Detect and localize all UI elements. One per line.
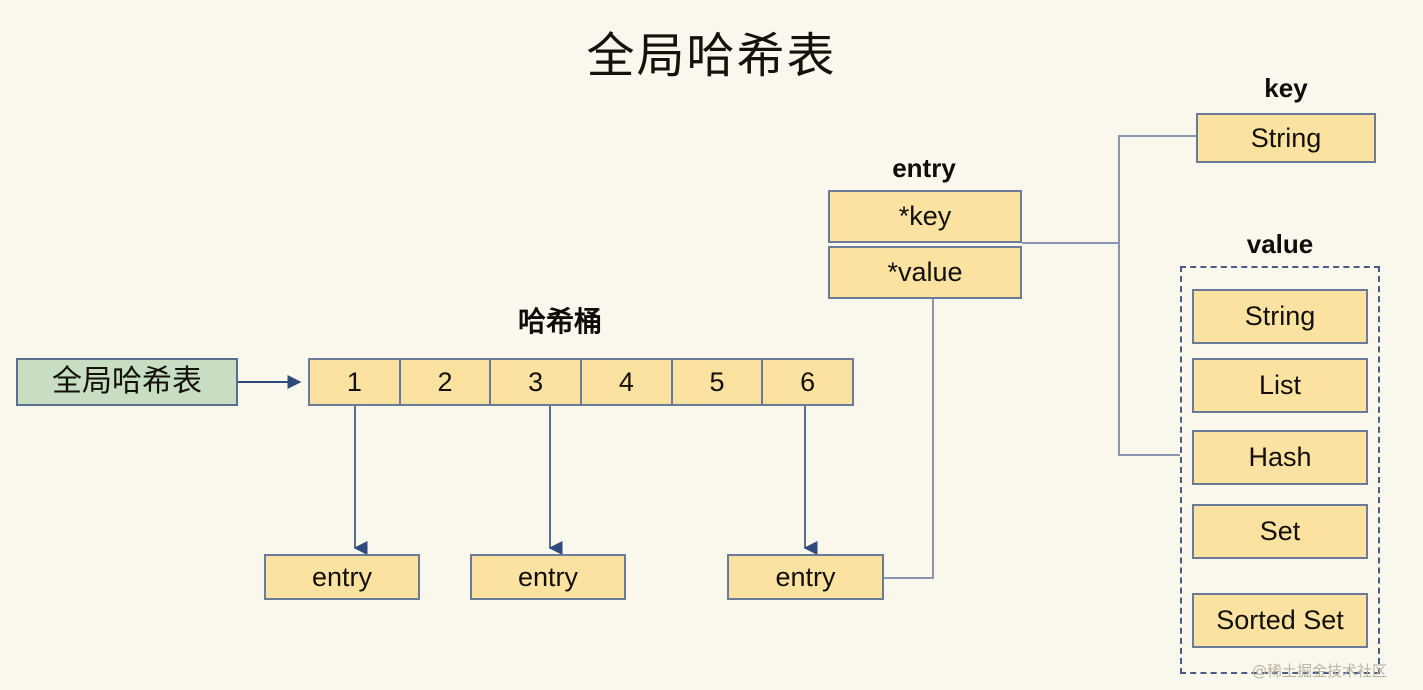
entry-struct-field-value[interactable]: *value xyxy=(828,246,1022,299)
entry-node-3-label: entry xyxy=(775,561,836,592)
bucket-cell-4[interactable]: 4 xyxy=(582,360,673,404)
root-node-global-hash-table[interactable]: 全局哈希表 xyxy=(16,358,238,406)
value-type-string[interactable]: String xyxy=(1192,289,1368,344)
value-type-hash[interactable]: Hash xyxy=(1192,430,1368,485)
value-group-label: value xyxy=(1246,229,1314,259)
wire-entry3-to-entry-struct xyxy=(884,299,934,579)
wire-value-to-value-group xyxy=(1118,243,1180,456)
root-node-label: 全局哈希表 xyxy=(52,364,202,399)
entry-struct-label: entry xyxy=(892,153,956,183)
entry-node-2[interactable]: entry xyxy=(470,554,626,600)
entry-struct-field-key[interactable]: *key xyxy=(828,190,1022,243)
value-types-container: String List Hash Set Sorted Set xyxy=(1180,266,1380,674)
bucket-cell-2[interactable]: 2 xyxy=(401,360,492,404)
bucket-cell-1[interactable]: 1 xyxy=(310,360,401,404)
hash-bucket-array: 1 2 3 4 5 6 xyxy=(308,358,854,406)
page-title: 全局哈希表 xyxy=(586,28,837,84)
bucket-cell-5[interactable]: 5 xyxy=(673,360,764,404)
bucket-label: 哈希桶 xyxy=(517,305,602,338)
key-group-label: key xyxy=(1264,73,1308,103)
entry-struct-field-key-label: *key xyxy=(898,201,952,231)
key-type-string[interactable]: String xyxy=(1196,113,1376,163)
entry-node-1[interactable]: entry xyxy=(264,554,420,600)
bucket-cell-3[interactable]: 3 xyxy=(491,360,583,404)
wire-key-to-string xyxy=(1022,135,1196,244)
entry-struct-field-value-label: *value xyxy=(887,257,963,287)
entry-node-2-label: entry xyxy=(517,561,579,592)
value-type-sorted-set[interactable]: Sorted Set xyxy=(1192,593,1368,648)
entry-node-1-label: entry xyxy=(311,561,373,592)
value-type-set[interactable]: Set xyxy=(1192,504,1368,559)
bucket-cell-6[interactable]: 6 xyxy=(800,366,816,397)
entry-node-3[interactable]: entry xyxy=(727,554,884,600)
key-type-string-label: String xyxy=(1250,122,1322,153)
value-type-list[interactable]: List xyxy=(1192,358,1368,413)
watermark: @稀土掘金技术社区 xyxy=(1252,662,1388,680)
